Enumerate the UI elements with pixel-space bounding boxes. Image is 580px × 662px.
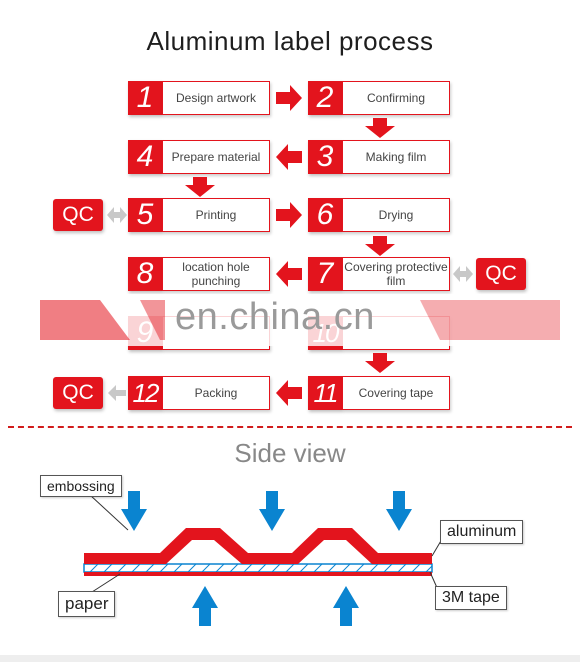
arrow-up-icon [333, 586, 359, 626]
step-number: 12 [128, 376, 162, 410]
step-number: 5 [128, 198, 162, 232]
arrow-down-icon [259, 491, 285, 531]
double-arrow-icon [107, 207, 127, 223]
arrow-down-icon [185, 177, 215, 197]
step-3-making-film: 3 Making film [308, 140, 450, 174]
arrow-left-icon [276, 144, 302, 170]
bottom-border [0, 655, 580, 662]
tape-hatch [89, 563, 433, 573]
step-7-covering-protective-film: 7 Covering protective film [308, 257, 450, 291]
step-label: Drying [342, 198, 450, 232]
step-2-confirming: 2 Confirming [308, 81, 450, 115]
step-number: 6 [308, 198, 342, 232]
arrow-down-icon [365, 236, 395, 256]
qc-badge-printing: QC [53, 199, 103, 231]
step-label: Making film [342, 140, 450, 174]
arrow-down-icon [121, 491, 147, 531]
callout-aluminum: aluminum [440, 520, 524, 544]
qc-badge-protective-film: QC [476, 258, 526, 290]
watermark-text: en.china.cn [175, 296, 375, 338]
step-label: Covering tape [342, 376, 450, 410]
step-number: 8 [128, 257, 162, 291]
step-6-drying: 6 Drying [308, 198, 450, 232]
section-divider [8, 426, 572, 428]
step-number: 11 [308, 376, 342, 410]
arrow-right-icon [276, 85, 302, 111]
step-number: 7 [308, 257, 342, 291]
callout-3m-tape: 3M tape [435, 586, 507, 610]
step-4-prepare-material: 4 Prepare material [128, 140, 270, 174]
callout-paper: paper [58, 591, 116, 617]
step-number: 1 [128, 81, 162, 115]
step-label: Covering protective film [342, 257, 450, 291]
arrow-down-icon [386, 491, 412, 531]
step-label: Confirming [342, 81, 450, 115]
step-label: Printing [162, 198, 270, 232]
step-8-location-hole-punching: 8 location hole punching [128, 257, 270, 291]
step-number: 2 [308, 81, 342, 115]
callout-embossing: embossing [40, 475, 122, 497]
step-number: 3 [308, 140, 342, 174]
aluminum-layer [84, 528, 432, 564]
step-12-packing: 12 Packing [128, 376, 270, 410]
arrow-right-icon [276, 202, 302, 228]
step-label: Design artwork [162, 81, 270, 115]
arrow-down-icon [365, 118, 395, 138]
tape-layer [83, 563, 433, 573]
step-1-design-artwork: 1 Design artwork [128, 81, 270, 115]
arrow-left-icon [108, 385, 126, 401]
step-label: Packing [162, 376, 270, 410]
step-number: 9 [128, 316, 162, 350]
qc-badge-packing: QC [53, 377, 103, 409]
side-view-title: Side view [234, 438, 346, 468]
diagram-title: Aluminum label process [146, 26, 434, 56]
arrow-up-icon [192, 586, 218, 626]
double-arrow-icon [453, 266, 473, 282]
arrow-left-icon [276, 380, 302, 406]
paper-layer [84, 572, 432, 576]
step-label: location hole punching [162, 257, 270, 291]
arrow-left-icon [276, 261, 302, 287]
step-number: 4 [128, 140, 162, 174]
step-label: Prepare material [162, 140, 270, 174]
step-5-printing: 5 Printing [128, 198, 270, 232]
arrow-down-icon [365, 353, 395, 373]
step-11-covering-tape: 11 Covering tape [308, 376, 450, 410]
